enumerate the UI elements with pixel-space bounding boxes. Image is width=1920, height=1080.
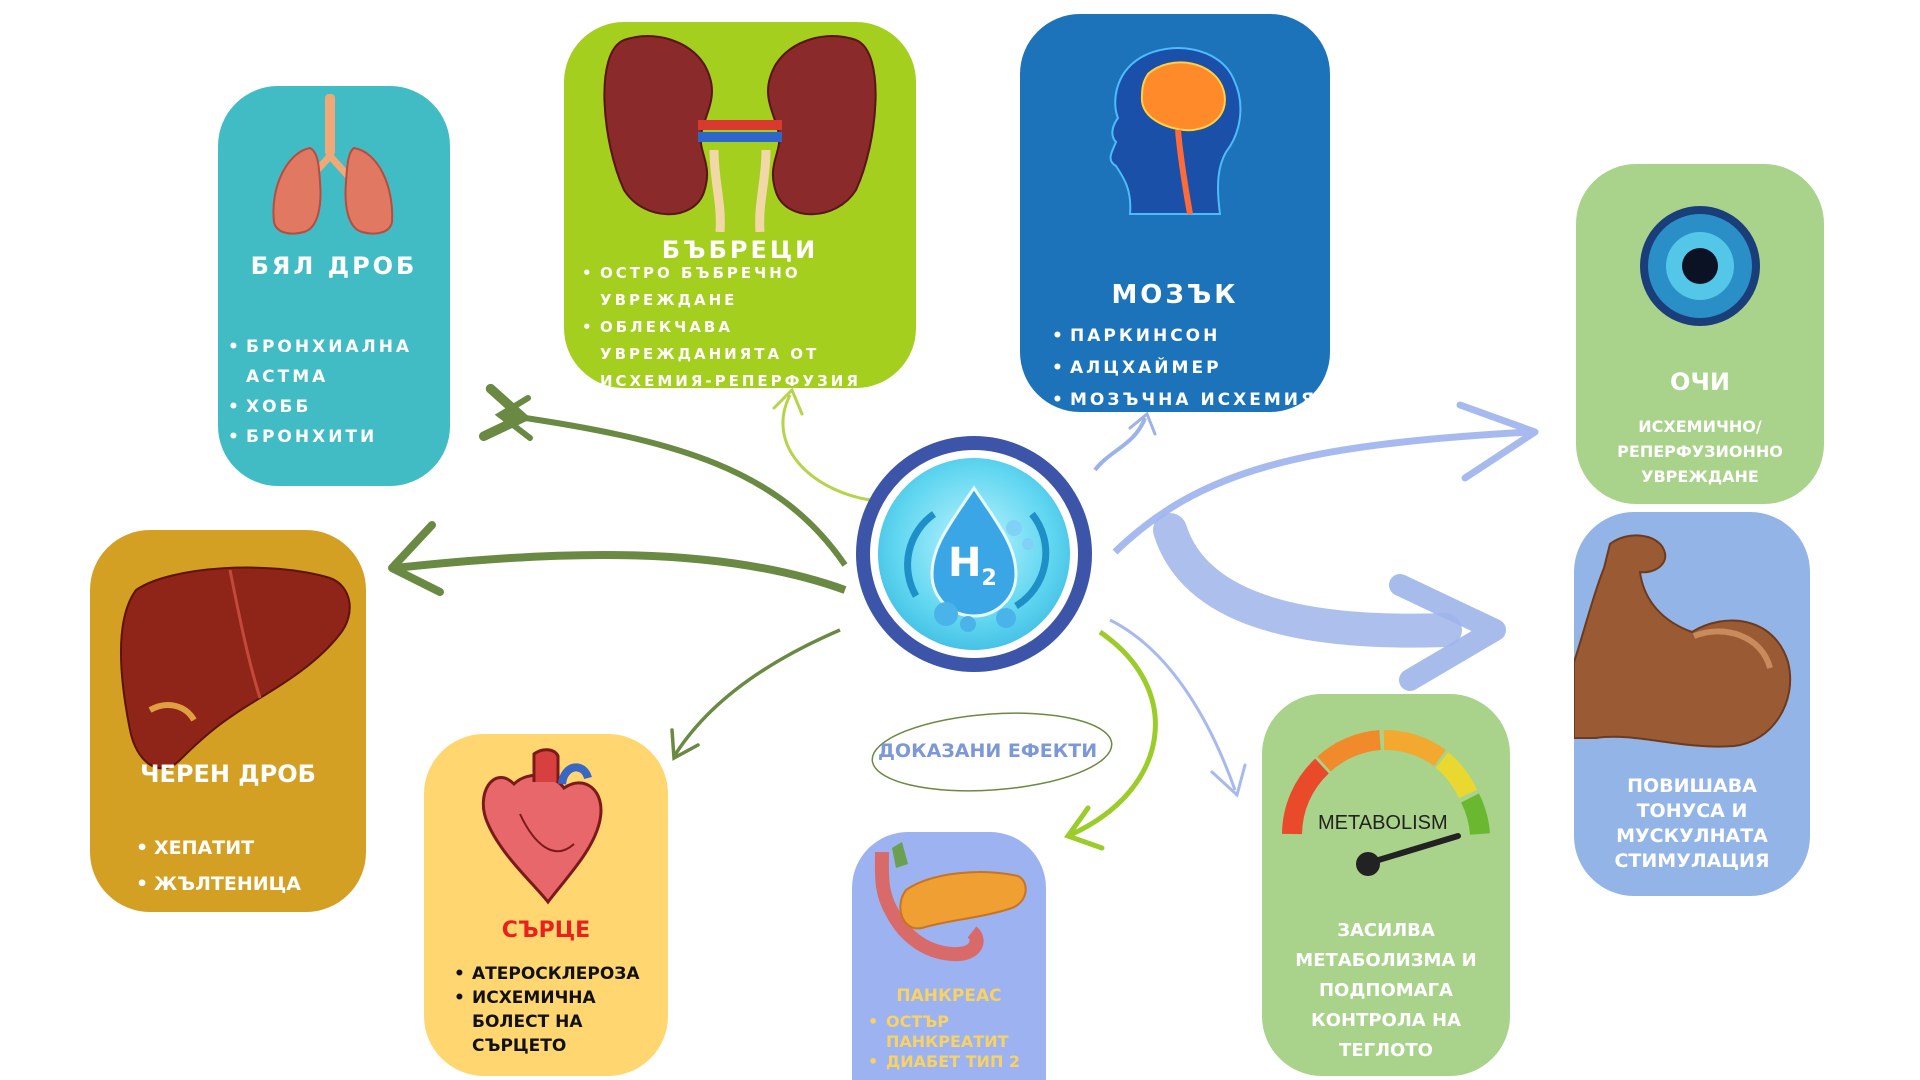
- arrow-to-heart: [673, 628, 841, 756]
- card-brain: МОЗЪК ПАРКИНСОН АЛЦХАЙМЕР МОЗЪЧНА ИСХЕМИ…: [1020, 14, 1330, 412]
- kidneys-item: ОСТРО БЪБРЕЧНО УВРЕЖДАНЕ: [582, 260, 912, 314]
- h2-drop-icon: [904, 485, 1050, 632]
- lungs-icon: [272, 94, 394, 235]
- pancreas-icon: [874, 842, 1027, 962]
- arrow-to-metabolism: [1109, 618, 1237, 791]
- arrow-to-brain: [1093, 417, 1147, 472]
- lungs-item: БРОНХИАЛНА АСТМА: [228, 332, 438, 392]
- hub-caption: ДОКАЗАНИ ЕФЕКТИ: [878, 740, 1098, 762]
- arrow-to-pancreas: [1068, 629, 1158, 838]
- flexed-arm-icon: [1574, 534, 1792, 748]
- heart-list: АТЕРОСКЛЕРОЗА ИСХЕМИЧНА БОЛЕСТ НА СЪРЦЕТ…: [454, 962, 654, 1058]
- hub-subscript: 2: [981, 566, 997, 591]
- brain-item: ПАРКИНСОН: [1052, 320, 1330, 352]
- card-metabolism: METABOLISM ЗАСИЛВА МЕТАБОЛИЗМА И ПОДПОМА…: [1262, 694, 1510, 1076]
- arrow-to-lungs: [478, 383, 848, 567]
- card-liver: ЧЕРЕН ДРОБ ХЕПАТИТ ЖЪЛТЕНИЦА: [90, 530, 366, 912]
- card-kidneys: БЪБРЕЦИ ОСТРО БЪБРЕЧНО УВРЕЖДАНЕ ОБЛЕКЧА…: [564, 22, 916, 388]
- lungs-item: БРОНХИТИ: [228, 422, 438, 452]
- card-lungs: БЯЛ ДРОБ БРОНХИАЛНА АСТМА ХОББ БРОНХИТИ: [218, 86, 450, 486]
- eye-icon: [1640, 206, 1760, 326]
- card-pancreas: ПАНКРЕАС ОСТЪР ПАНКРЕАТИТ ДИАБЕТ ТИП 2: [852, 832, 1046, 1080]
- liver-title: ЧЕРЕН ДРОБ: [140, 760, 316, 788]
- brain-list: ПАРКИНСОН АЛЦХАЙМЕР МОЗЪЧНА ИСХЕМИЯ: [1052, 320, 1330, 412]
- hub-circle: H2: [856, 436, 1092, 672]
- heart-title: СЪРЦЕ: [501, 918, 591, 943]
- liver-item: ЖЪЛТЕНИЦА: [136, 866, 356, 902]
- lungs-title: БЯЛ ДРОБ: [250, 252, 418, 280]
- pancreas-item: ОСТЪР ПАНКРЕАТИТ: [868, 1012, 1044, 1052]
- kidneys-item: ОБЛЕКЧАВА УВРЕЖДАНИЯТА ОТ ИСХЕМИЯ-РЕПЕРФ…: [582, 314, 912, 388]
- brain-item: МОЗЪЧНА ИСХЕМИЯ: [1052, 384, 1330, 412]
- pancreas-item: ДИАБЕТ ТИП 2: [868, 1052, 1044, 1072]
- heart-item: АТЕРОСКЛЕРОЗА: [454, 962, 654, 986]
- kidneys-icon: [603, 35, 877, 232]
- kidneys-list: ОСТРО БЪБРЕЧНО УВРЕЖДАНЕ ОБЛЕКЧАВА УВРЕЖ…: [582, 260, 912, 388]
- eyes-title: ОЧИ: [1670, 368, 1730, 396]
- card-muscle: ПОВИШАВА ТОНУСА И МУСКУЛНАТА СТИМУЛАЦИЯ: [1574, 512, 1810, 896]
- muscle-text: ПОВИШАВА ТОНУСА И МУСКУЛНАТА СТИМУЛАЦИЯ: [1614, 775, 1770, 872]
- arrow-to-kidneys: [781, 394, 871, 502]
- hub-label: H: [948, 540, 982, 586]
- arrow-to-liver: [394, 550, 847, 594]
- heart-icon: [481, 748, 603, 905]
- gauge-icon: [1282, 729, 1490, 876]
- pancreas-title: ПАНКРЕАС: [896, 986, 1002, 1006]
- arrow-to-eyes: [1112, 428, 1531, 555]
- eyes-text: ИСХЕМИЧНО/ РЕПЕРФУЗИОННО УВРЕЖДАНЕ: [1617, 417, 1783, 486]
- pancreas-list: ОСТЪР ПАНКРЕАТИТ ДИАБЕТ ТИП 2: [868, 1012, 1044, 1072]
- liver-icon: [120, 566, 351, 770]
- card-eyes: ОЧИ ИСХЕМИЧНО/ РЕПЕРФУЗИОННО УВРЕЖДАНЕ: [1576, 164, 1824, 504]
- metabolism-text: ЗАСИЛВА МЕТАБОЛИЗМА И ПОДПОМАГА КОНТРОЛА…: [1295, 920, 1477, 1061]
- heart-item: ИСХЕМИЧНА БОЛЕСТ НА СЪРЦЕТО: [454, 986, 654, 1058]
- gauge-label: METABOLISM: [1318, 812, 1448, 834]
- arrow-to-muscle: [1153, 513, 1462, 648]
- lungs-list: БРОНХИАЛНА АСТМА ХОББ БРОНХИТИ: [228, 332, 438, 452]
- liver-item: ХЕПАТИТ: [136, 830, 356, 866]
- brain-item: АЛЦХАЙМЕР: [1052, 352, 1330, 384]
- lungs-item: ХОББ: [228, 392, 438, 422]
- brain-icon: [1109, 47, 1242, 215]
- liver-list: ХЕПАТИТ ЖЪЛТЕНИЦА: [136, 830, 356, 902]
- brain-title: МОЗЪК: [1111, 280, 1239, 310]
- card-heart: СЪРЦЕ АТЕРОСКЛЕРОЗА ИСХЕМИЧНА БОЛЕСТ НА …: [424, 734, 668, 1076]
